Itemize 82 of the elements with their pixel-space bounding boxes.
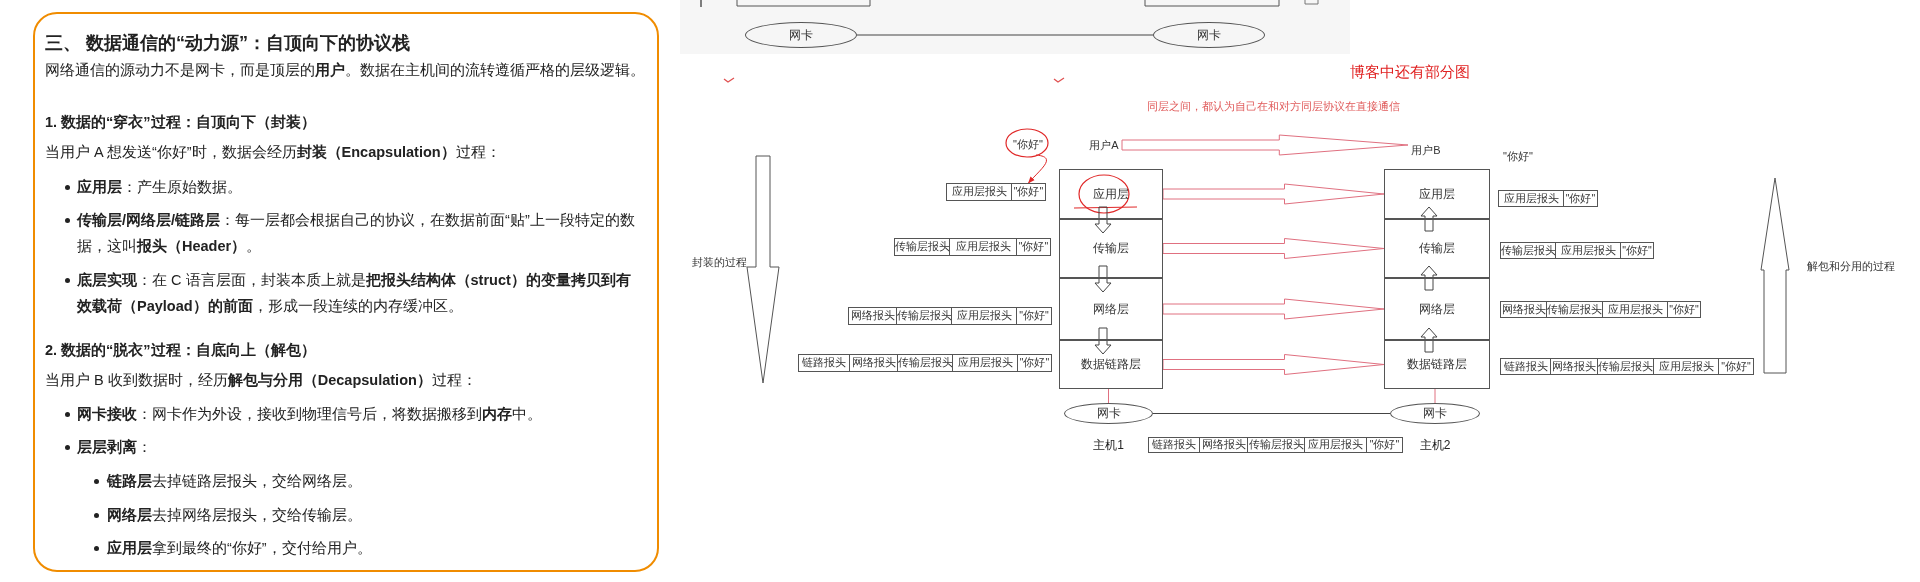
- list-item: 网卡接收：网卡作为外设，接收到物理信号后，将数据搬移到内存中。: [65, 401, 671, 427]
- packet-cell: 应用层报头: [951, 307, 1017, 325]
- text-card: [33, 12, 659, 572]
- packet-cell: 传输层报头: [1546, 301, 1603, 318]
- hollow-arrow: [1162, 238, 1385, 259]
- packet-cell: "你好": [1563, 190, 1598, 207]
- hollow-arrow: [1162, 354, 1385, 375]
- packet-cell: "你好": [1016, 238, 1051, 256]
- packet-cell: "你好": [1017, 354, 1052, 372]
- list-item: 链路层去掉链路层报头，交给网络层。: [94, 468, 667, 494]
- list-item: 层层剥离：: [65, 434, 667, 460]
- packet-cell: 传输层报头: [894, 238, 950, 256]
- packet-cell: 应用层报头: [946, 183, 1012, 201]
- hollow-arrow: [1420, 206, 1438, 232]
- layer-box: 数据链路层: [1384, 340, 1490, 389]
- hollow-arrow: [1162, 183, 1385, 205]
- list-item: 底层实现：在 C 语言层面，封装本质上就是把报头结构体（struct）的变量拷贝到有效载荷（Payload）的前面，形成一段连续的内存缓冲区。: [65, 267, 642, 319]
- packet-cell: 应用层报头: [949, 238, 1017, 256]
- layer-box: 网络层: [1384, 278, 1490, 340]
- packet-cell: 传输层报头: [896, 307, 952, 325]
- connector-line: [856, 34, 1154, 36]
- packet-cell: "你好": [1016, 307, 1052, 325]
- packet-cell: 传输层报头: [1247, 437, 1305, 453]
- hollow-arrow: [1094, 327, 1112, 355]
- list-item: 传输层/网络层/链路层：每一层都会根据自己的协议，在数据前面“贴”上一段特定的数据，这叫报头（Header）。: [65, 207, 649, 259]
- packet-cell: "你好": [1718, 358, 1754, 375]
- packet-cell: 应用层报头: [1498, 190, 1564, 207]
- text-label: 用户A: [1086, 137, 1122, 153]
- hollow-arrow: [1162, 298, 1385, 320]
- connector-line: [1434, 388, 1436, 404]
- packet-cell: 链路报头: [1148, 437, 1200, 453]
- packet-cell: 链路报头: [1500, 358, 1551, 375]
- layer-box: 数据链路层: [1059, 340, 1163, 389]
- packet-cell: 应用层报头: [1304, 437, 1367, 453]
- packet-cell: 传输层报头: [897, 354, 953, 372]
- paragraph: 当用户 A 想发送“你好”时，数据会经历封装（Encapsulation）过程：: [45, 143, 502, 162]
- paragraph: 网络通信的源动力不是网卡，而是顶层的用户。数据在主机间的流转遵循严格的层级逻辑。: [45, 61, 646, 80]
- hollow-arrow: [1094, 206, 1112, 234]
- heading: 三、 数据通信的“动力源”：自顶向下的协议栈: [45, 32, 411, 55]
- annotation-text: 同层之间，都认为自己在和对方同层协议在直接通信: [1146, 99, 1400, 113]
- layer-box: 网络层: [1059, 278, 1163, 340]
- packet-cell: "你好": [1366, 437, 1403, 453]
- connector-line: [1108, 388, 1109, 404]
- curved-arrow: [1028, 154, 1047, 184]
- list-item: 应用层：产生原始数据。: [65, 174, 667, 200]
- caption-text: 主机1: [1092, 437, 1125, 454]
- packet-cell: "你好": [1620, 242, 1654, 259]
- packet-cell: 应用层报头: [1555, 242, 1621, 259]
- caption-text: 封装的过程: [691, 255, 747, 269]
- packet-cell: 网络报头: [848, 307, 897, 325]
- packet-cell: 传输层报头: [1500, 242, 1556, 259]
- layer-box: 传输层: [1384, 219, 1490, 278]
- packet-cell: 应用层报头: [1602, 301, 1668, 318]
- hollow-arrow: [1420, 327, 1438, 353]
- text-label: 用户B: [1408, 142, 1444, 158]
- annotation-text: 博客中还有部分图: [1350, 63, 1470, 81]
- text-label: "你好": [1503, 149, 1533, 163]
- layer-box: 应用层: [1384, 169, 1490, 219]
- packet-cell: 链路报头: [798, 354, 850, 372]
- hollow-arrow: [1094, 265, 1112, 293]
- list-item: 应用层拿到最终的“你好”，交付给用户。: [94, 535, 667, 561]
- caption-text: 主机2: [1418, 437, 1452, 454]
- packet-cell: 应用层报头: [1653, 358, 1719, 375]
- packet-cell: "你好": [1667, 301, 1701, 318]
- layer-box: 传输层: [1059, 219, 1163, 278]
- packet-cell: 应用层报头: [952, 354, 1018, 372]
- packet-cell: 传输层报头: [1597, 358, 1654, 375]
- subheading: 2. 数据的“脱衣”过程：自底向上（解包）: [45, 341, 317, 360]
- hollow-arrow: [1420, 265, 1438, 291]
- subheading: 1. 数据的“穿衣”过程：自顶向下（封装）: [45, 113, 317, 132]
- layer-box: 应用层: [1059, 169, 1163, 219]
- caption-text: 解包和分用的过程: [1807, 259, 1895, 273]
- list-item: 网络层去掉网络层报头，交给传输层。: [94, 502, 667, 528]
- packet-cell: "你好": [1011, 183, 1046, 201]
- paragraph: 当用户 B 收到数据时，经历解包与分用（Decapsulation）过程：: [45, 371, 478, 390]
- text-label: "你好": [1008, 136, 1048, 152]
- packet-cell: 网络报头: [1500, 301, 1547, 318]
- packet-cell: 网络报头: [1199, 437, 1248, 453]
- packet-cell: 网络报头: [849, 354, 898, 372]
- packet-cell: 网络报头: [1550, 358, 1598, 375]
- hollow-arrow: [1121, 134, 1409, 156]
- connector-line: [1152, 413, 1391, 414]
